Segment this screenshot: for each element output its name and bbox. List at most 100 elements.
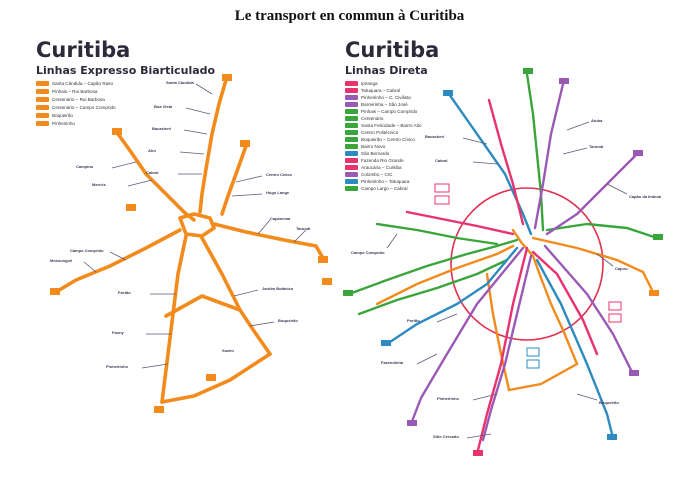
svg-text:Ahú: Ahú (148, 148, 156, 153)
route-blue-southeast (535, 258, 615, 440)
route-orange-west (375, 244, 515, 306)
right-map-title: Curitiba (345, 38, 440, 62)
legend-swatch (345, 129, 358, 135)
route-south-east (200, 236, 272, 356)
legend-label: Bairro Novo (361, 143, 386, 149)
route-orange-loop (507, 362, 579, 392)
legend-swatch (345, 164, 358, 170)
legend-label: São Bernardo (361, 150, 390, 156)
legend-label: Campo Largo – Cabral (361, 185, 408, 191)
legend-label: Pinhais – Campo Comprido (361, 108, 418, 114)
route-purple-northeast (545, 152, 639, 236)
legend-swatch (345, 157, 358, 163)
legend-item: Fazenda Rio Grande (345, 157, 404, 163)
legend-item: Colombo – CIC (345, 171, 392, 177)
svg-text:Xaxim: Xaxim (222, 348, 234, 353)
route-green-northwest (375, 222, 499, 246)
svg-text:Fazendinha: Fazendinha (381, 360, 404, 365)
svg-text:Santa Cândida: Santa Cândida (166, 80, 195, 85)
legend-item: Boqueirão (36, 112, 73, 118)
svg-text:Bacacheri: Bacacheri (152, 126, 171, 131)
legend-swatch (36, 104, 49, 110)
legend-label: Pinheirinho – Tatuquara (361, 178, 410, 184)
legend-item: São Bernardo (345, 150, 389, 156)
legend-swatch (345, 136, 358, 142)
route-center-ring (178, 212, 216, 238)
route-south-loop (164, 294, 242, 318)
right-stop-labels: Bacacheri Cabral Atuba Tarumã Capão da I… (351, 118, 662, 439)
route-purple-southwest (409, 246, 525, 426)
route-south-base (160, 352, 272, 404)
legend-swatch (345, 94, 358, 100)
legend-label: Boqueirão – Centro Cívico (361, 136, 415, 142)
legend-swatch (36, 80, 49, 86)
route-orange-east (531, 236, 655, 294)
map-expresso-biarticulado[interactable]: Santa Cândida Boa Vista Bacacheri Ahú Ca… (26, 34, 332, 470)
route-purple-south (481, 254, 533, 442)
legend-item: Barreirinha – São José (345, 101, 408, 107)
right-stop-ticks (386, 121, 628, 439)
legend-label: Centro Politécnico (361, 129, 399, 135)
legend-item: Centenário – Campo Comprido (36, 104, 116, 110)
legend-swatch (345, 150, 358, 156)
svg-text:Bacacheri: Bacacheri (425, 134, 444, 139)
route-purple-north (533, 82, 565, 230)
legend-item: Pinheirinho (36, 120, 75, 126)
svg-text:Atuba: Atuba (591, 118, 603, 123)
svg-text:Sítio Cercado: Sítio Cercado (433, 434, 459, 439)
legend-item: Pinhais – Rui Barbosa (36, 88, 97, 94)
route-magenta-south (475, 246, 529, 456)
svg-text:Cajuru: Cajuru (615, 266, 628, 271)
route-magenta-west (405, 210, 515, 236)
svg-text:Mercês: Mercês (92, 182, 107, 187)
map-linhas-direta[interactable]: Bacacheri Cabral Atuba Tarumã Capão da I… (337, 34, 673, 470)
legend-item: Pinheirinho – C. Civilista (345, 94, 411, 100)
legend-label: Fazenda Rio Grande (361, 157, 404, 163)
svg-text:Portão: Portão (407, 318, 420, 323)
legend-swatch (345, 80, 358, 86)
legend-swatch (36, 96, 49, 102)
legend-item: Campo Largo – Cabral (345, 185, 407, 191)
svg-text:Boqueirão: Boqueirão (278, 318, 298, 323)
svg-text:Tarumã: Tarumã (296, 226, 311, 231)
legend-swatch (345, 115, 358, 121)
legend-label: Pinheirinho – C. Civilista (361, 94, 411, 100)
legend-label: Santa Cândida – Capão Raso (52, 80, 114, 86)
legend-swatch (345, 87, 358, 93)
route-green-north (525, 72, 545, 232)
legend-swatch (36, 88, 49, 94)
route-green-east (545, 222, 659, 240)
left-map-subtitle: Linhas Expresso Biarticulado (36, 64, 216, 77)
legend-item: Pinhais – Campo Comprido (345, 108, 417, 114)
legend-swatch (345, 185, 358, 191)
svg-text:Portão: Portão (118, 290, 131, 295)
legend-swatch (345, 171, 358, 177)
legend-label: Boqueirão (52, 112, 73, 118)
svg-text:Jardim Botânico: Jardim Botânico (262, 286, 294, 291)
legend-item: Centro Politécnico (345, 129, 398, 135)
svg-text:Campo Comprido: Campo Comprido (351, 250, 385, 255)
legend-item: Ipiranga (345, 80, 378, 86)
legend-item: Araucária – Curitiba (345, 164, 402, 170)
route-orange-center (511, 228, 579, 366)
legend-item: Centenário – Rui Barbosa (36, 96, 105, 102)
legend-item: Centenário (345, 115, 383, 121)
left-route-map: Santa Cândida Boa Vista Bacacheri Ahú Ca… (50, 74, 332, 413)
legend-item: Bairro Novo (345, 143, 385, 149)
left-stop-ticks (83, 83, 307, 369)
legend-label: Centenário (361, 115, 384, 121)
svg-text:Pinheirinho: Pinheirinho (106, 364, 129, 369)
svg-text:Campo Comprido: Campo Comprido (70, 248, 104, 253)
legend-item: Boqueirão – Centro Cívico (345, 136, 415, 142)
route-northwest (116, 132, 196, 222)
legend-label: Tatuquara – Cabral (361, 87, 401, 93)
right-station-markers (343, 68, 663, 456)
svg-text:Cabral: Cabral (146, 170, 158, 175)
left-map-title: Curitiba (36, 38, 131, 62)
legend-swatch (345, 143, 358, 149)
legend-label: Barreirinha – São José (361, 101, 408, 107)
svg-text:Campina: Campina (76, 164, 94, 169)
legend-label: Colombo – CIC (361, 171, 393, 177)
legend-label: Araucária – Curitiba (361, 164, 402, 170)
legend-label: Santa Felicidade – Bairro Alto (361, 122, 422, 128)
